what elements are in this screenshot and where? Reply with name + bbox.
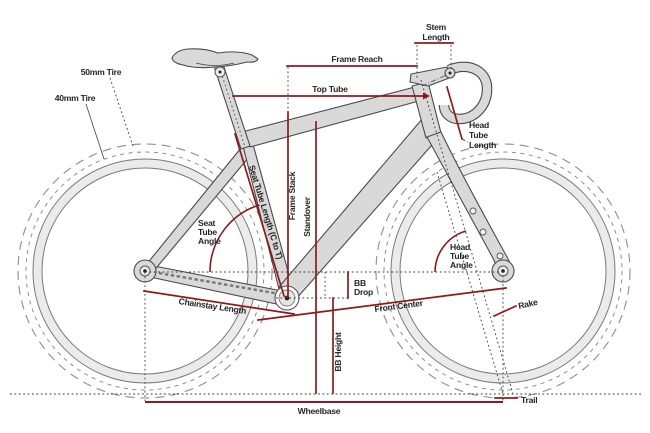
label-frame-reach: Frame Reach bbox=[331, 54, 382, 64]
label-head-tube-length: Length bbox=[469, 140, 496, 150]
bike-frame bbox=[133, 81, 515, 311]
fork-eyelet bbox=[496, 252, 504, 260]
chainstay-length-line bbox=[143, 290, 295, 315]
fork-eyelet bbox=[469, 207, 477, 215]
label-wheelbase: Wheelbase bbox=[298, 406, 341, 416]
label-frame-stack: Frame Stack bbox=[287, 171, 297, 220]
front-center-line bbox=[257, 287, 507, 321]
label-seat-tube-angle: Tube bbox=[198, 227, 217, 237]
top-tube-arrowhead bbox=[423, 92, 430, 100]
label-head-tube-angle: Head bbox=[450, 242, 470, 252]
label-bb-drop: BB bbox=[354, 278, 366, 288]
label-head-tube-length: Head bbox=[469, 120, 489, 130]
head-tube-angle-arc bbox=[434, 230, 467, 273]
label-top-tube: Top Tube bbox=[312, 84, 348, 94]
trail-parallel-guide bbox=[436, 171, 504, 395]
label-head-tube-angle: Tube bbox=[450, 251, 469, 261]
saddle bbox=[171, 48, 259, 69]
label-seat-tube-angle: Angle bbox=[198, 236, 221, 246]
label-trail: Trail bbox=[521, 395, 537, 405]
front-tire-40mm-outline bbox=[383, 151, 623, 391]
label-stem-length: Stem bbox=[426, 22, 447, 32]
steering-axis-guide bbox=[420, 79, 514, 395]
label-50mm-tire: 50mm Tire bbox=[81, 67, 122, 77]
label-head-tube-angle: Angle bbox=[450, 260, 473, 270]
chainstay bbox=[148, 264, 283, 306]
saddle-clamp-bolt bbox=[218, 70, 222, 74]
fork-eyelet bbox=[479, 228, 487, 236]
guide-lines bbox=[10, 45, 642, 401]
handlebar bbox=[439, 62, 492, 124]
head-tube-length-line bbox=[445, 85, 464, 141]
handlebar-clamp-bolt bbox=[448, 71, 452, 75]
labels: 50mm Tire 40mm Tire Frame Reach Top Tube… bbox=[55, 22, 539, 416]
label-bb-drop: Drop bbox=[354, 287, 373, 297]
front-tire-outer-edge bbox=[390, 158, 616, 384]
measurement-lines bbox=[143, 42, 518, 403]
front-tire bbox=[391, 159, 615, 383]
label-head-tube-length: Tube bbox=[469, 130, 488, 140]
label-stem-length: Length bbox=[422, 32, 449, 42]
label-rake: Rake bbox=[517, 297, 539, 311]
label-standover: Standover bbox=[302, 196, 312, 237]
saddle-rail bbox=[195, 62, 235, 66]
rear-tire-50mm-outline bbox=[17, 143, 273, 399]
seat-tube-length-line bbox=[233, 132, 286, 298]
label-chainstay-length: Chainstay Length bbox=[178, 296, 247, 316]
stem-handlebar bbox=[409, 61, 493, 125]
label-seat-tube-angle: Seat bbox=[198, 218, 216, 228]
seat-tube-angle-arc bbox=[209, 204, 260, 273]
label-40mm-tire: 40mm Tire bbox=[55, 93, 96, 103]
chain bbox=[152, 270, 281, 296]
rake-line bbox=[492, 304, 518, 318]
rear-tire-40mm-outline bbox=[25, 151, 265, 391]
tire-50-leader bbox=[109, 77, 134, 147]
seatpost-saddle bbox=[171, 48, 259, 150]
tire-40-leader bbox=[85, 103, 105, 160]
label-bb-height: BB Height bbox=[333, 332, 343, 372]
